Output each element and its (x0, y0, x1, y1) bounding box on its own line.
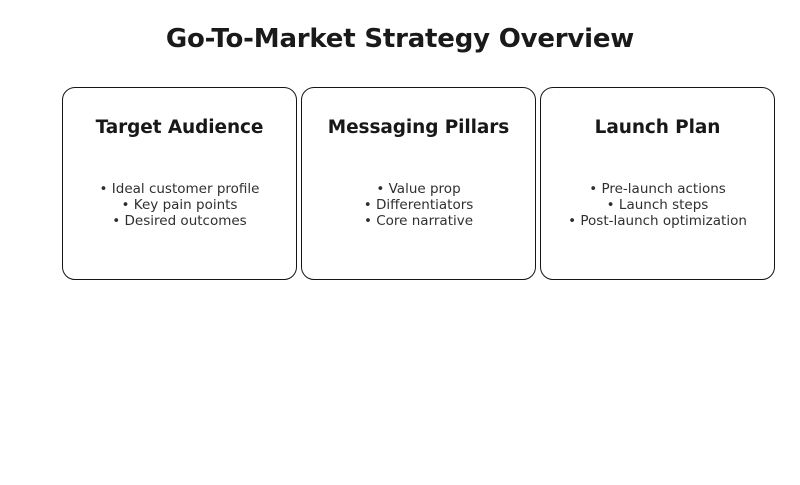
list-item: • Ideal customer profile (63, 181, 296, 197)
list-item-label: Core narrative (376, 213, 474, 230)
card-target-audience[interactable]: Target Audience • Ideal customer profile… (62, 87, 297, 280)
list-item: • Differentiators (302, 197, 535, 213)
card-launch-plan[interactable]: Launch Plan • Pre-launch actions • Launc… (540, 87, 775, 280)
list-item-label: Pre-launch actions (601, 181, 726, 197)
list-item: • Launch steps (541, 197, 774, 213)
bullet-icon: • (121, 197, 130, 214)
list-item-label: Key pain points (133, 197, 238, 214)
list-item-label: Desired outcomes (124, 213, 247, 230)
bullet-icon: • (589, 181, 598, 197)
bullet-icon: • (99, 181, 108, 197)
bullet-icon: • (112, 213, 121, 230)
list-item: • Post-launch optimization (541, 213, 774, 229)
list-item-label: Value prop (388, 181, 461, 197)
card-messaging-pillars[interactable]: Messaging Pillars • Value prop • Differe… (301, 87, 536, 280)
card-bullet-list: • Ideal customer profile • Key pain poin… (63, 181, 296, 230)
bullet-icon: • (568, 213, 577, 230)
list-item: • Key pain points (63, 197, 296, 213)
card-bullet-list: • Value prop • Differentiators • Core na… (302, 181, 535, 230)
list-item: • Value prop (302, 181, 535, 197)
list-item-label: Post-launch optimization (580, 213, 747, 230)
card-header: Messaging Pillars (327, 117, 510, 138)
list-item: • Core narrative (302, 213, 535, 229)
card-header: Launch Plan (594, 117, 721, 138)
bullet-icon: • (363, 213, 372, 230)
bullet-icon: • (606, 197, 615, 214)
page-title: Go-To-Market Strategy Overview (165, 24, 635, 54)
list-item-label: Differentiators (375, 197, 474, 214)
bullet-icon: • (363, 197, 372, 214)
strategy-cards-row: Target Audience • Ideal customer profile… (62, 87, 775, 280)
list-item-label: Launch steps (618, 197, 709, 214)
bullet-icon: • (376, 181, 385, 197)
card-header: Target Audience (95, 117, 264, 138)
card-bullet-list: • Pre-launch actions • Launch steps • Po… (541, 181, 774, 230)
list-item: • Desired outcomes (63, 213, 296, 229)
list-item: • Pre-launch actions (541, 181, 774, 197)
list-item-label: Ideal customer profile (111, 181, 260, 197)
